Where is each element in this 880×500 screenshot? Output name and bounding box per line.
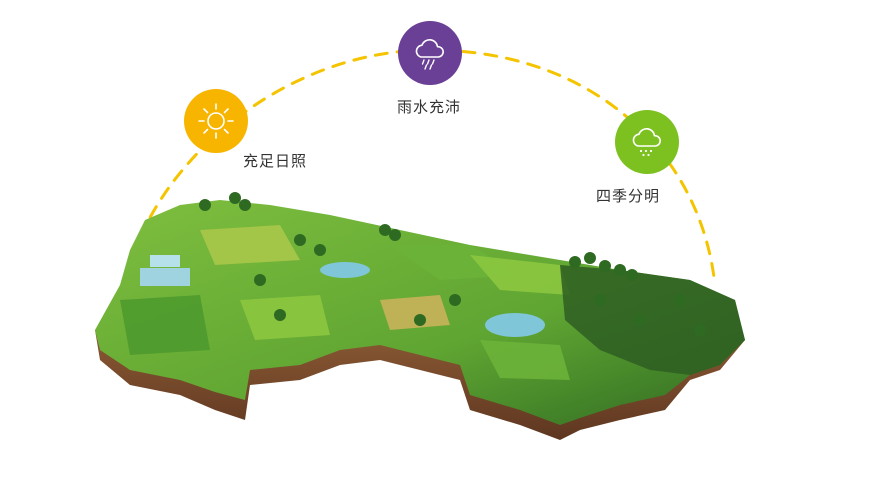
sun-icon	[198, 103, 234, 139]
rain-label: 雨水充沛	[397, 99, 462, 116]
lake	[485, 313, 545, 337]
tree	[449, 294, 461, 306]
tree	[229, 192, 241, 204]
snow-cloud-icon	[632, 128, 661, 157]
tree	[199, 199, 211, 211]
tree	[239, 199, 251, 211]
lake	[320, 262, 370, 278]
snow-badge	[615, 110, 679, 174]
sun-badge	[184, 89, 248, 153]
tree	[674, 294, 686, 306]
tree	[294, 234, 306, 246]
tree	[694, 324, 706, 336]
tree	[634, 314, 646, 326]
tree	[614, 264, 626, 276]
tree	[599, 260, 611, 272]
rain-cloud-icon	[415, 39, 444, 70]
tree	[414, 314, 426, 326]
tree	[254, 274, 266, 286]
buildings	[140, 255, 190, 286]
tree	[569, 256, 581, 268]
tree	[314, 244, 326, 256]
tree	[626, 269, 638, 281]
tree	[594, 294, 606, 306]
tree	[379, 224, 391, 236]
sun-label: 充足日照	[243, 153, 308, 170]
trees	[199, 192, 706, 336]
rain-badge	[398, 21, 462, 85]
forest	[560, 265, 745, 375]
farm-fields	[120, 225, 570, 380]
tree	[389, 229, 401, 241]
tree	[274, 309, 286, 321]
tree	[584, 252, 596, 264]
snow-label: 四季分明	[596, 188, 661, 205]
